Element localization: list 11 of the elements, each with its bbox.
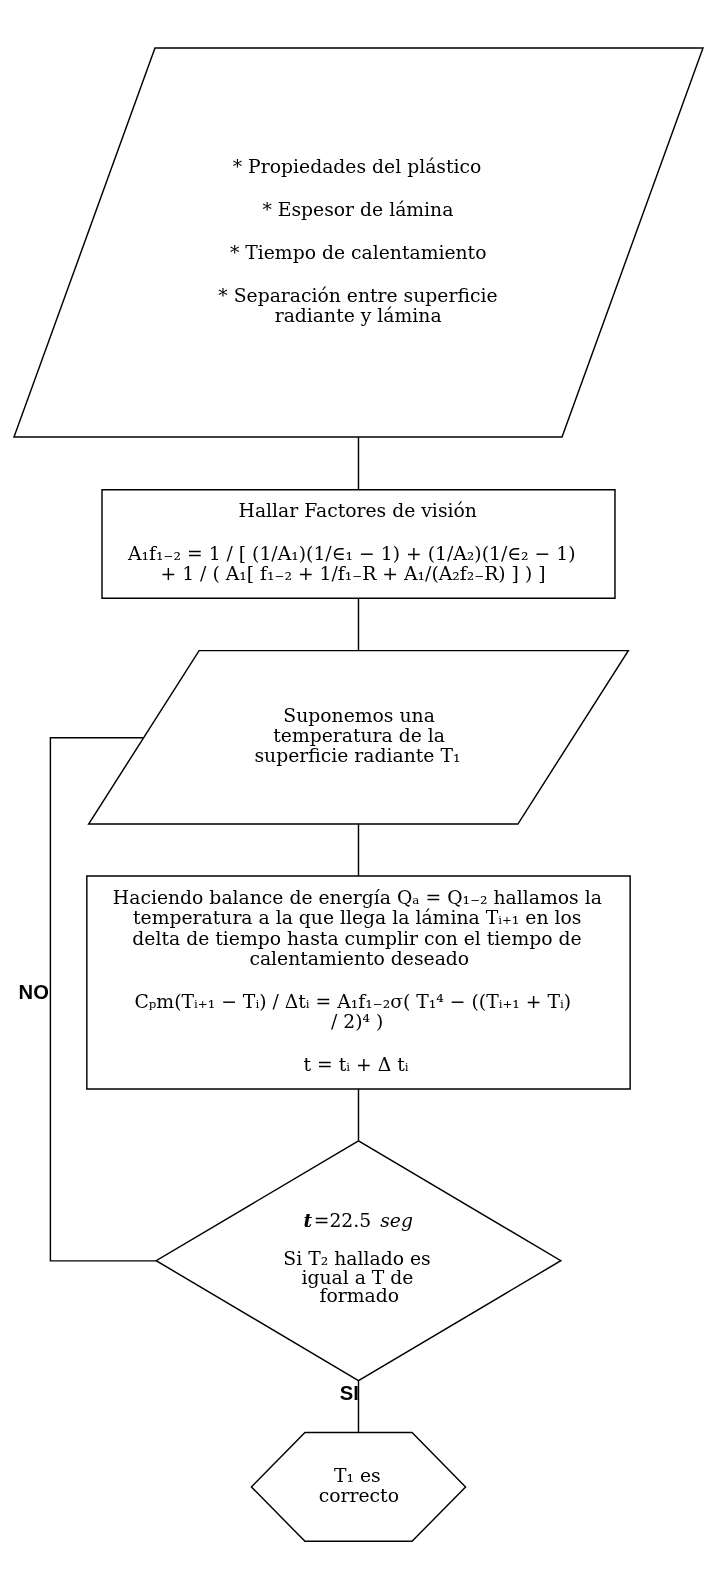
connector bbox=[357, 436, 360, 491]
connector bbox=[357, 1380, 360, 1434]
connector bbox=[357, 597, 360, 652]
node-diamond: t=22.5 seg Si T₂ hallado es igual a T de formado bbox=[154, 1139, 563, 1382]
connector bbox=[357, 823, 360, 877]
edge-label: NO bbox=[18, 980, 49, 1003]
node-box: Hallar Factores de visión A₁f₁₋₂ = 1 / [ (1/A₁)(1/∈₁ − 1) + (1/A₂)(1/∈₂ − 1) + 1 / ( A₁[ f₁₋₂ + 1/f₁₋R + A₁/(A₂f₂₋R) ] ) ] bbox=[101, 488, 616, 600]
connector bbox=[49, 737, 157, 1262]
node-box: Haciendo balance de energía Qₐ = Q₁₋₂ hallamos la temperatura a la que llega la lámina Tᵢ₊₁ en los delta de tiempo hasta cumplir con el tiempo de calentamiento deseado Cₚm(Tᵢ₊₁ − Tᵢ) / Δtᵢ = A₁f₁₋₂σ( T₁⁴ − ((Tᵢ₊₁ + Tᵢ) / 2)⁴ ) t = tᵢ + Δ tᵢ bbox=[86, 875, 631, 1090]
edge-label: SI bbox=[339, 1381, 359, 1404]
connector bbox=[357, 1088, 360, 1142]
